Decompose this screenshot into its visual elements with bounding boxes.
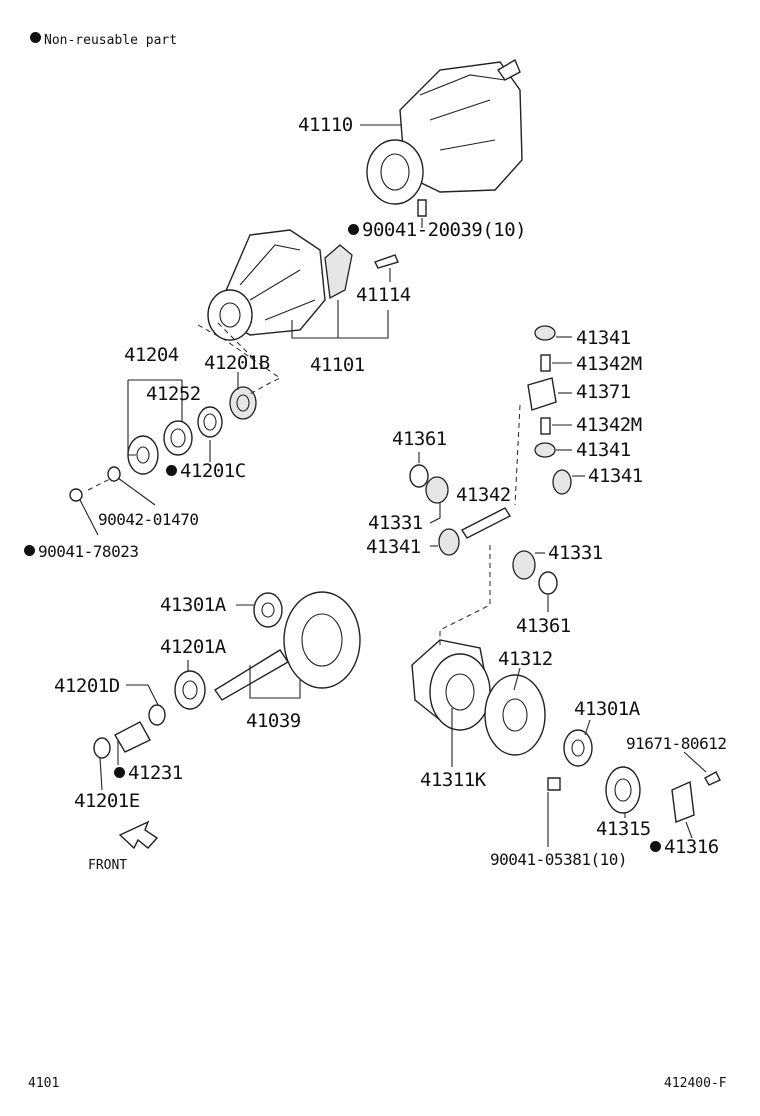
label-41301A-left: 41301A: [160, 594, 226, 616]
non-reusable-bullet-icon: [30, 32, 41, 43]
footer-left-code: 4101: [28, 1076, 60, 1091]
leader-lines: [79, 124, 707, 847]
label-90041-78023: 90041-78023: [24, 542, 139, 561]
label-41342: 41342: [456, 484, 511, 506]
label-41110: 41110: [298, 114, 353, 136]
label-41342M-bottom: 41342M: [576, 414, 642, 436]
label-41201A: 41201A: [160, 636, 226, 658]
label-41252: 41252: [146, 383, 201, 405]
non-reusable-bullet-icon: [166, 465, 177, 476]
label-41101: 41101: [310, 354, 365, 376]
label-41114: 41114: [356, 284, 411, 306]
label-41039: 41039: [246, 710, 301, 732]
legend-text: Non-reusable part: [44, 33, 178, 48]
label-41201E: 41201E: [74, 790, 140, 812]
label-90042-01470: 90042-01470: [98, 510, 199, 529]
front-label: FRONT: [88, 858, 128, 873]
label-41201B: 41201B: [204, 352, 270, 374]
label-41316: 41316: [650, 836, 719, 858]
non-reusable-bullet-icon: [24, 545, 35, 556]
label-41361-left: 41361: [392, 428, 447, 450]
label-41341-right: 41341: [588, 465, 643, 487]
legend: Non-reusable part: [30, 32, 177, 48]
label-41201C: 41201C: [166, 460, 246, 482]
differential-carrier-housing: [366, 58, 523, 217]
label-41231: 41231: [114, 762, 183, 784]
label-41204: 41204: [124, 344, 179, 366]
non-reusable-bullet-icon: [114, 767, 125, 778]
non-reusable-bullet-icon: [650, 841, 661, 852]
label-41315: 41315: [596, 818, 651, 840]
label-41301A-right: 41301A: [574, 698, 640, 720]
pinion-seal-and-flange: [69, 386, 257, 502]
footer-right-code: 412400-F: [664, 1076, 727, 1091]
non-reusable-bullet-icon: [348, 224, 359, 235]
label-41311K: 41311K: [420, 769, 486, 791]
label-41371: 41371: [576, 381, 631, 403]
label-41312: 41312: [498, 648, 553, 670]
front-arrow-icon: [118, 820, 159, 850]
label-41361-right: 41361: [516, 615, 571, 637]
differential-carrier-assembly: [207, 229, 399, 341]
ring-gear-and-pinion: [93, 591, 361, 759]
label-41331-right: 41331: [548, 542, 603, 564]
label-41341-left: 41341: [366, 536, 421, 558]
label-41341-middle: 41341: [576, 439, 631, 461]
label-91671-80612: 91671-80612: [626, 734, 727, 753]
label-41342M-top: 41342M: [576, 353, 642, 375]
label-41341-top: 41341: [576, 327, 631, 349]
label-41331-left: 41331: [368, 512, 423, 534]
label-41201D: 41201D: [54, 675, 120, 697]
differential-gears: [409, 325, 572, 595]
differential-case: [411, 639, 721, 823]
label-90041-20039: 90041-20039(10): [348, 219, 527, 241]
label-90041-05381: 90041-05381(10): [490, 850, 628, 869]
